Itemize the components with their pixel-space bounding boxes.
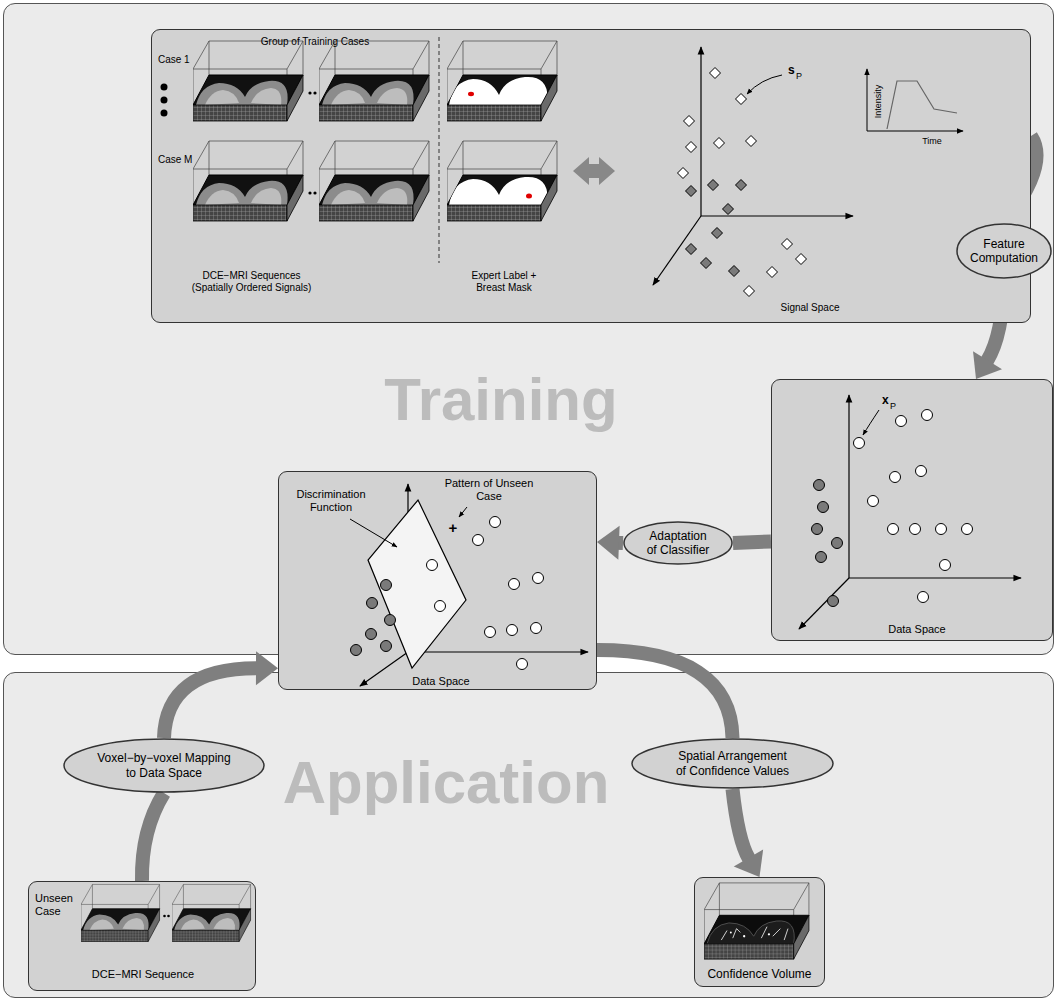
axis-label: Intensity [873,76,884,126]
node-text: Discrimination Function [291,488,371,514]
data-space-illustration [771,379,1053,641]
vector-subscript: P [796,71,802,82]
node-text: Unseen Case [35,892,80,918]
text-slot: DCE−MRI Sequences (Spatially Ordered Sig… [189,270,314,294]
axis-label: Time [917,136,947,147]
node-text: Data Space [401,675,481,688]
node-text: Case 1 [158,54,190,66]
text-slot: + [447,519,459,537]
node-text: Group of Training Cases [245,36,385,48]
pattern-marker: + [447,519,459,537]
text-slot: DCE−MRI Sequence [78,968,208,981]
flow-arrow [1004,136,1037,223]
process-oval: Feature Computation [956,223,1052,279]
text-slot: Unseen Case [35,892,80,918]
process-oval: Spatial Arrangement of Confidence Values [631,738,834,789]
flow-arrow [733,541,771,543]
node-text: Spatial Arrangement of Confidence Values [674,749,792,778]
node-text: DCE−MRI Sequence [78,968,208,981]
text-slot: x [882,393,889,407]
vector-subscript: P [890,401,896,412]
arrow-head [973,351,1002,379]
vector-symbol: x [882,393,889,407]
node-text: Signal Space [775,302,845,314]
text-slot: Case 1 [158,54,190,66]
process-oval: Adaptation of Classifier [623,521,733,565]
node-text: Adaptation of Classifier [645,529,711,558]
text-slot: Pattern of Unseen Case [439,477,539,503]
node-text: Confidence Volume [697,967,822,981]
flow-arrow [597,650,733,738]
flow-arrow-body [987,279,1004,361]
text-slot: Data Space [877,623,957,636]
flow-arrow [973,279,1004,379]
text-slot: Voxel−by−voxel Mapping to Data Space [63,738,265,793]
text-slot: Time [917,136,947,147]
flow-arrow-body [597,650,733,738]
arrow-head [734,849,763,877]
arrow-head [256,651,278,685]
flow-arrow [733,789,764,877]
text-slot: Spatial Arrangement of Confidence Values [631,738,834,789]
flow-arrow-body [733,789,749,859]
text-slot: Signal Space [775,302,845,314]
text-slot: P [890,401,896,412]
text-slot: s [788,63,795,77]
node-text: Data Space [877,623,957,636]
text-slot: Case M [158,154,192,166]
flow-arrow [142,793,164,881]
vector-symbol: s [788,63,795,77]
text-slot: Data Space [401,675,481,688]
node-text: Expert Label + Breast Mask [464,270,544,294]
node-text: Case M [158,154,192,166]
node-text: Voxel−by−voxel Mapping to Data Space [94,751,234,780]
arrow-head [597,526,620,560]
confidence-volume-box: Confidence Volume [694,877,825,987]
data-space-box: Data Space xP [771,379,1053,641]
flow-arrow-body [733,541,771,543]
flow-arrow [164,651,278,738]
flow-arrow [597,526,623,560]
text-slot: P [796,71,802,82]
text-slot: Expert Label + Breast Mask [464,270,544,294]
node-text: Feature Computation [967,237,1041,266]
flow-arrow-body [1004,136,1037,223]
flow-arrow-body [615,536,623,550]
flow-arrow-body [142,793,164,881]
text-slot: Feature Computation [956,223,1052,279]
unseen-case-box: Unseen CaseDCE−MRI Sequence [28,881,256,991]
classifier-box: Discrimination Function Pattern of Unseen… [278,471,597,690]
text-slot: Confidence Volume [697,967,822,981]
process-oval: Voxel−by−voxel Mapping to Data Space [63,738,265,793]
training-cases-box: Group of Training CasesCase 1 Case M DCE−M… [151,29,1031,323]
application-band: ApplicationVoxel−by−voxel Mapping to Dat… [3,672,1054,998]
text-slot: Discrimination Function [291,488,371,514]
flow-arrow-body [164,668,257,738]
text-slot: Intensity [853,96,903,107]
node-text: DCE−MRI Sequences (Spatially Ordered Sig… [189,270,314,294]
text-slot: Adaptation of Classifier [623,521,733,565]
text-slot: Group of Training Cases [245,36,385,48]
node-text: Pattern of Unseen Case [439,477,539,503]
